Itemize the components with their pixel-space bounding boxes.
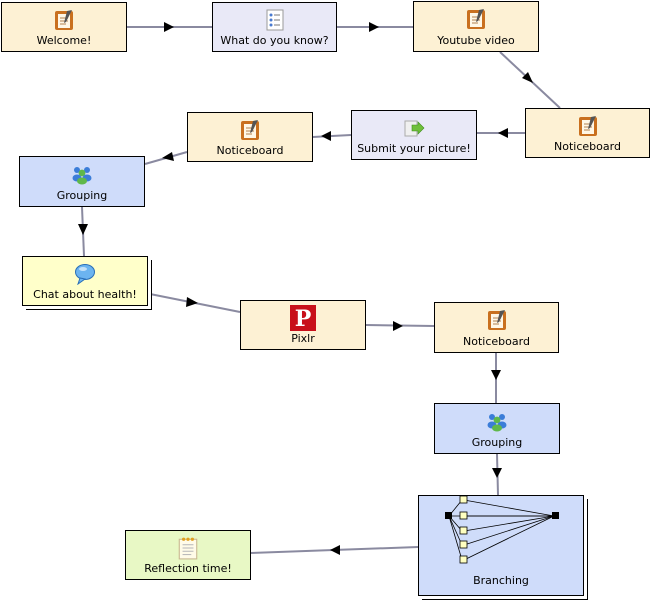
submit-files-icon (404, 120, 425, 137)
noticeboard-icon (55, 10, 73, 30)
activity-chat[interactable]: Chat about health! (22, 256, 148, 306)
svg-text:P: P (295, 306, 312, 331)
noticeboard-icon (487, 310, 506, 330)
activity-branching[interactable]: Branching (418, 495, 584, 596)
arrowhead-submit-noticeboard2 (321, 131, 331, 141)
activity-noticeboard-3[interactable]: Noticeboard (434, 302, 559, 353)
activity-branching-label: Branching (473, 574, 529, 587)
arrowhead-noticeboard2-grouping1 (162, 152, 174, 161)
activity-quiz-label: What do you know? (220, 34, 329, 47)
notepad-icon (178, 537, 198, 560)
activity-grouping-2-label: Grouping (471, 436, 523, 449)
group-people-icon (487, 414, 507, 432)
activity-chat-label: Chat about health! (33, 288, 137, 301)
checklist-icon (266, 9, 283, 31)
activity-submit-picture-label: Submit your picture! (357, 142, 471, 155)
activity-quiz[interactable]: What do you know? (212, 2, 337, 52)
arrowhead-welcome-quiz (164, 22, 174, 32)
activity-noticeboard-3-label: Noticeboard (463, 335, 530, 348)
arrowhead-grouping2-branching (492, 468, 502, 478)
noticeboard-icon (578, 116, 597, 136)
activity-youtube[interactable]: Youtube video (413, 1, 539, 52)
arrowhead-noticeboard1-submit (498, 128, 508, 138)
activity-reflection-label: Reflection time! (144, 562, 232, 575)
branching-diagram-icon (445, 496, 559, 564)
arrowhead-chat-pixlr (186, 297, 198, 307)
activity-noticeboard-2[interactable]: Noticeboard (187, 112, 313, 162)
activity-welcome[interactable]: Welcome! (1, 2, 127, 52)
group-people-icon (72, 167, 92, 185)
activity-youtube-label: Youtube video (437, 34, 515, 47)
noticeboard-icon (241, 120, 259, 140)
pixlr-logo-icon: P (290, 305, 316, 331)
activity-pixlr[interactable]: P Pixlr (240, 300, 366, 350)
activity-noticeboard-1[interactable]: Noticeboard (525, 108, 650, 158)
transition-submit-noticeboard2[interactable] (312, 134, 352, 138)
arrowhead-pixlr-noticeboard3 (393, 321, 403, 331)
arrowhead-quiz-youtube (369, 22, 379, 32)
activity-grouping-2[interactable]: Grouping (434, 403, 560, 454)
speech-bubble-icon (75, 264, 95, 285)
noticeboard-icon (467, 9, 485, 29)
activity-pixlr-label: Pixlr (291, 332, 315, 345)
arrowhead-noticeboard3-grouping2 (491, 370, 501, 380)
activity-noticeboard-1-label: Noticeboard (554, 140, 621, 153)
activity-grouping-1-label: Grouping (56, 189, 108, 202)
arrowhead-branching-reflection (330, 545, 340, 555)
activity-welcome-label: Welcome! (36, 34, 92, 47)
activity-noticeboard-2-label: Noticeboard (216, 144, 284, 157)
activity-reflection[interactable]: Reflection time! (125, 530, 251, 580)
activity-submit-picture[interactable]: Submit your picture! (351, 110, 477, 160)
arrowhead-youtube-noticeboard1 (522, 72, 533, 83)
activity-grouping-1[interactable]: Grouping (19, 156, 145, 207)
arrowhead-grouping1-chat (78, 224, 88, 235)
